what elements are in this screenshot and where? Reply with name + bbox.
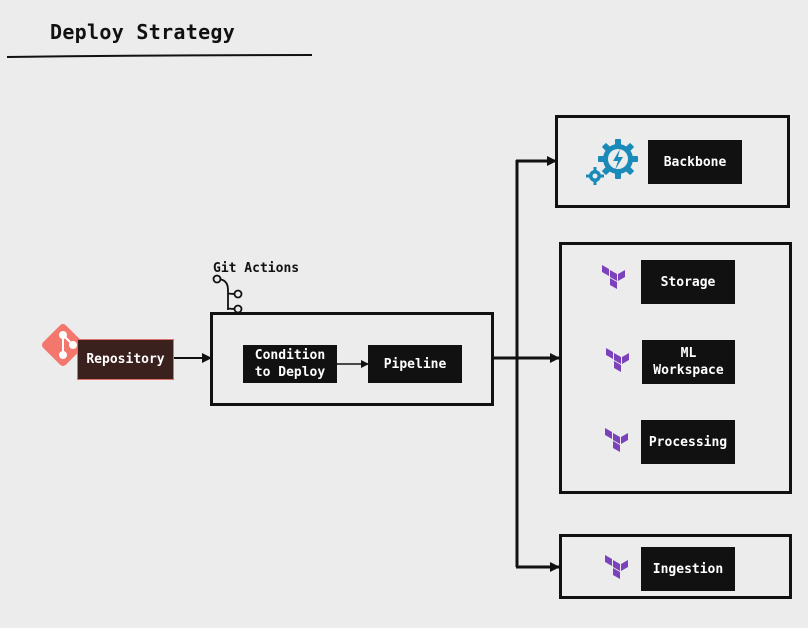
ingestion-frame (559, 534, 792, 599)
azure-automation-icon (586, 137, 640, 187)
terraform-group-frame (559, 242, 792, 494)
terraform-icon (601, 425, 635, 459)
repository-node[interactable]: Repository (77, 339, 174, 380)
git-branch-icon (210, 272, 246, 314)
ingestion-node[interactable]: Ingestion (641, 547, 735, 591)
terraform-icon (601, 552, 635, 586)
storage-node[interactable]: Storage (641, 260, 735, 304)
pipeline-group-frame (210, 312, 494, 406)
diagram-title: Deploy Strategy (50, 20, 236, 44)
git-icon (37, 319, 89, 371)
processing-node[interactable]: Processing (641, 420, 735, 464)
condition-to-deploy-node[interactable]: Condition to Deploy (243, 345, 337, 383)
title-underline (6, 54, 313, 58)
repository-label: Repository (86, 352, 165, 367)
pipeline-node[interactable]: Pipeline (368, 345, 462, 383)
git-actions-label: Git Actions (213, 261, 300, 276)
backbone-node[interactable]: Backbone (648, 140, 742, 184)
ml-workspace-node[interactable]: ML Workspace (642, 340, 735, 384)
terraform-icon (598, 262, 632, 296)
terraform-icon (602, 345, 636, 379)
backbone-frame (555, 115, 790, 208)
